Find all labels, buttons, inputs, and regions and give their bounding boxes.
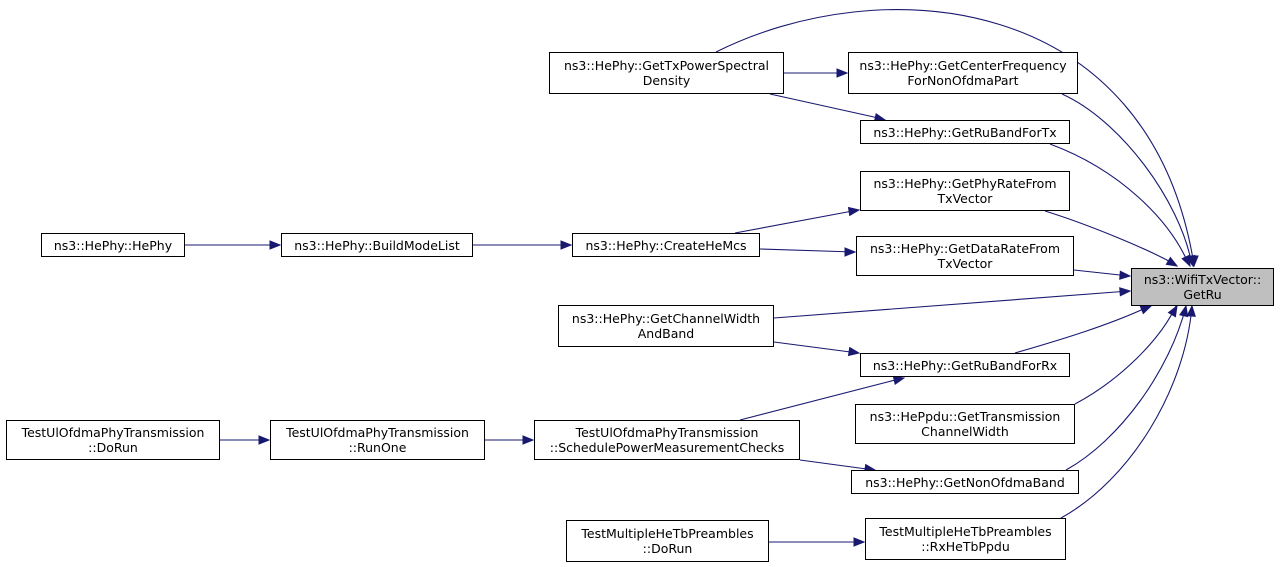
arrowhead-n4-to-n0	[1165, 256, 1179, 267]
edge-n14-to-n0	[1074, 305, 1177, 405]
caller-node-n13[interactable]: TestUlOfdmaPhyTransmission ::DoRun	[6, 420, 220, 460]
edge-n1-to-n0	[715, 9, 1195, 266]
caller-node-n7[interactable]: ns3::HePhy::HePhy	[41, 233, 185, 257]
caller-node-n8[interactable]: ns3::HePhy::GetDataRateFrom TxVector	[856, 236, 1074, 276]
edge-n3-to-n0	[1049, 143, 1190, 266]
caller-node-n6[interactable]: ns3::HePhy::BuildModeList	[281, 233, 473, 257]
edge-n11-to-n15	[799, 459, 875, 471]
arrowhead-n8-to-n0	[1119, 270, 1132, 280]
caller-node-n11[interactable]: TestUlOfdmaPhyTransmission ::SchedulePow…	[534, 420, 800, 460]
arrowhead-n16-to-n0	[1186, 304, 1196, 317]
caller-node-n3[interactable]: ns3::HePhy::GetRuBandForTx	[860, 120, 1070, 144]
arrowhead-n9-to-n0	[1119, 287, 1132, 297]
arrowhead-n15-to-n0	[1179, 304, 1189, 318]
caller-node-n1[interactable]: ns3::HePhy::GetTxPowerSpectral Density	[549, 52, 784, 94]
caller-node-n15[interactable]: ns3::HePhy::GetNonOfdmaBand	[851, 470, 1079, 494]
caller-node-n12[interactable]: TestUlOfdmaPhyTransmission ::RunOne	[270, 420, 485, 460]
arrowhead-n12-to-n11	[522, 435, 535, 445]
caller-node-n10[interactable]: ns3::HePhy::GetRuBandForRx	[860, 353, 1070, 377]
caller-node-n17[interactable]: TestMultipleHeTbPreambles ::DoRun	[566, 520, 769, 562]
caller-node-n2[interactable]: ns3::HePhy::GetCenterFrequency ForNonOfd…	[848, 52, 1078, 94]
arrowhead-n10-to-n0	[1139, 305, 1153, 315]
edge-n16-to-n0	[1060, 305, 1193, 519]
arrowhead-n5-to-n4	[847, 206, 861, 217]
caller-node-n14[interactable]: ns3::HePpdu::GetTransmission ChannelWidt…	[855, 404, 1075, 444]
arrowhead-n11-to-n10	[892, 375, 906, 385]
edge-n1-to-n3	[769, 93, 884, 120]
arrowhead-n9-to-n10	[847, 346, 861, 357]
caller-node-n9[interactable]: ns3::HePhy::GetChannelWidth AndBand	[558, 305, 774, 347]
caller-node-n5[interactable]: ns3::HePhy::CreateHeMcs	[572, 233, 760, 257]
arrowhead-n1-to-n2	[836, 68, 849, 78]
arrowhead-n6-to-n5	[560, 240, 573, 250]
edge-n4-to-n0	[1044, 210, 1177, 266]
caller-node-n16[interactable]: TestMultipleHeTbPreambles ::RxHeTbPpdu	[865, 518, 1066, 560]
arrowhead-n5-to-n8	[844, 247, 857, 257]
arrowhead-n7-to-n6	[269, 240, 282, 250]
edge-n5-to-n4	[734, 209, 859, 234]
arrowhead-n13-to-n12	[258, 435, 271, 445]
edge-n11-to-n10	[739, 377, 904, 421]
edge-n10-to-n0	[1014, 305, 1151, 354]
arrowhead-n17-to-n16	[853, 537, 866, 547]
arrowhead-n14-to-n0	[1167, 304, 1178, 318]
edge-n9-to-n0	[773, 290, 1130, 319]
caller-node-n4[interactable]: ns3::HePhy::GetPhyRateFrom TxVector	[860, 171, 1070, 211]
arrowhead-n3-to-n0	[1181, 254, 1191, 268]
edge-n2-to-n0	[1061, 93, 1193, 266]
edge-n15-to-n0	[1065, 305, 1187, 471]
target-function-node: ns3::WifiTxVector:: GetRu	[1131, 268, 1274, 306]
edge-n5-to-n8	[759, 248, 855, 253]
edge-n9-to-n10	[773, 341, 859, 354]
